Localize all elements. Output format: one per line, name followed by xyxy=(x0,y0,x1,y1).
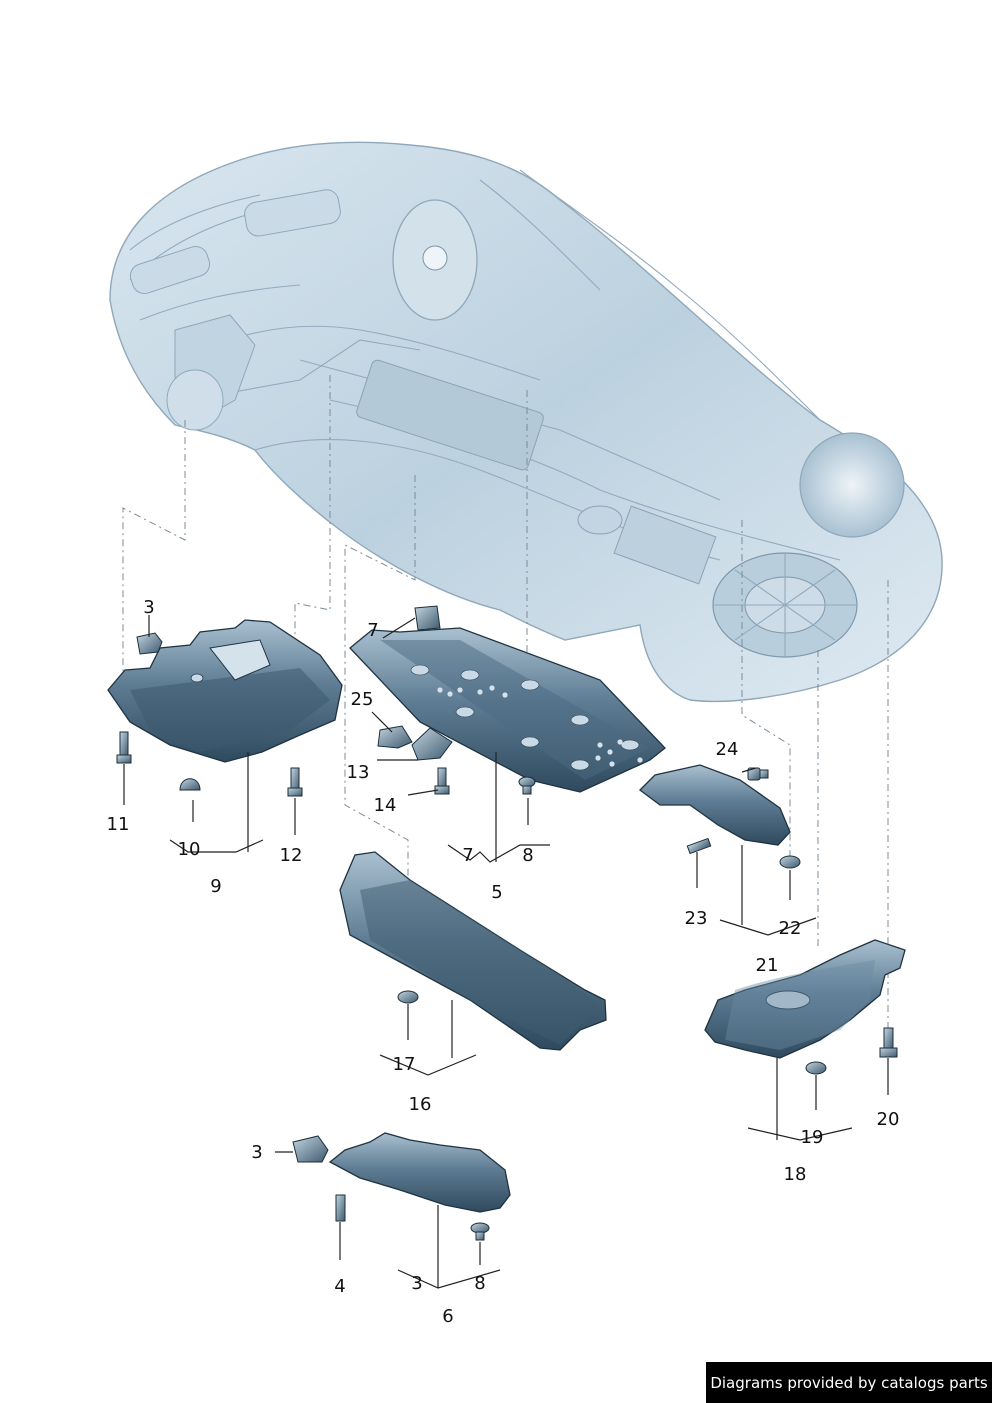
label-5-floor-panel: 5 xyxy=(491,882,502,903)
side-tray-part-6 xyxy=(328,1132,511,1213)
clip-part-3 xyxy=(136,632,163,655)
label-7-floor: 7 xyxy=(462,845,473,866)
bolt-part-23 xyxy=(686,837,712,855)
label-11-bolt: 11 xyxy=(107,814,130,835)
label-20-bolt: 20 xyxy=(877,1109,900,1130)
nut-part-17 xyxy=(397,990,419,1004)
floor-panel-part-5 xyxy=(349,627,666,793)
label-3-lower: 3 xyxy=(411,1273,422,1294)
label-21-side-panel: 21 xyxy=(756,955,779,976)
label-12-bolt: 12 xyxy=(280,845,303,866)
label-18-rear-tray: 18 xyxy=(784,1164,807,1185)
label-19-nut: 19 xyxy=(801,1127,824,1148)
side-panel-part-21 xyxy=(639,764,791,846)
leader-lines xyxy=(123,615,889,1289)
label-13-bracket: 13 xyxy=(347,762,370,783)
label-25-bracket: 25 xyxy=(351,689,374,710)
label-3-clip-lower: 3 xyxy=(251,1142,262,1163)
label-9-undertray: 9 xyxy=(210,876,221,897)
side-tray-part-16 xyxy=(339,851,607,1051)
nut-part-22 xyxy=(779,855,801,869)
bracket-part-13 xyxy=(411,727,453,761)
plug-part-10 xyxy=(179,778,201,791)
label-22-nut: 22 xyxy=(779,918,802,939)
label-23-bolt: 23 xyxy=(685,908,708,929)
bolt-part-12 xyxy=(287,767,303,797)
label-7-clip: 7 xyxy=(367,620,378,641)
bolt-part-11 xyxy=(116,731,132,764)
label-3-clip: 3 xyxy=(143,597,154,618)
credit-banner: Diagrams provided by catalogs parts xyxy=(706,1362,992,1403)
label-8-floor: 8 xyxy=(522,845,533,866)
rear-tray-part-18 xyxy=(704,939,906,1059)
label-17-nut: 17 xyxy=(393,1054,416,1075)
clip-part-7 xyxy=(414,605,441,631)
label-24-screw: 24 xyxy=(716,739,739,760)
nut-part-8 xyxy=(518,776,536,795)
nut-part-8b xyxy=(470,1222,490,1241)
engine-undertray-part-9 xyxy=(107,619,343,763)
bolt-part-4 xyxy=(335,1194,346,1222)
label-8-lower: 8 xyxy=(474,1273,485,1294)
label-4-bolt: 4 xyxy=(334,1276,345,1297)
clip-part-3b xyxy=(292,1135,329,1163)
bolt-part-20 xyxy=(879,1027,898,1058)
label-10-plug: 10 xyxy=(178,839,201,860)
nut-part-19 xyxy=(805,1061,827,1075)
bracket-part-25 xyxy=(377,725,413,749)
part-number-labels: 3 7 25 13 14 11 10 12 9 7 8 5 24 23 22 2… xyxy=(107,597,900,1327)
label-16-side-tray: 16 xyxy=(409,1094,432,1115)
label-6-side-tray: 6 xyxy=(442,1306,453,1327)
vehicle-underbody-illustration xyxy=(109,141,943,703)
label-14-bolt: 14 xyxy=(374,795,397,816)
